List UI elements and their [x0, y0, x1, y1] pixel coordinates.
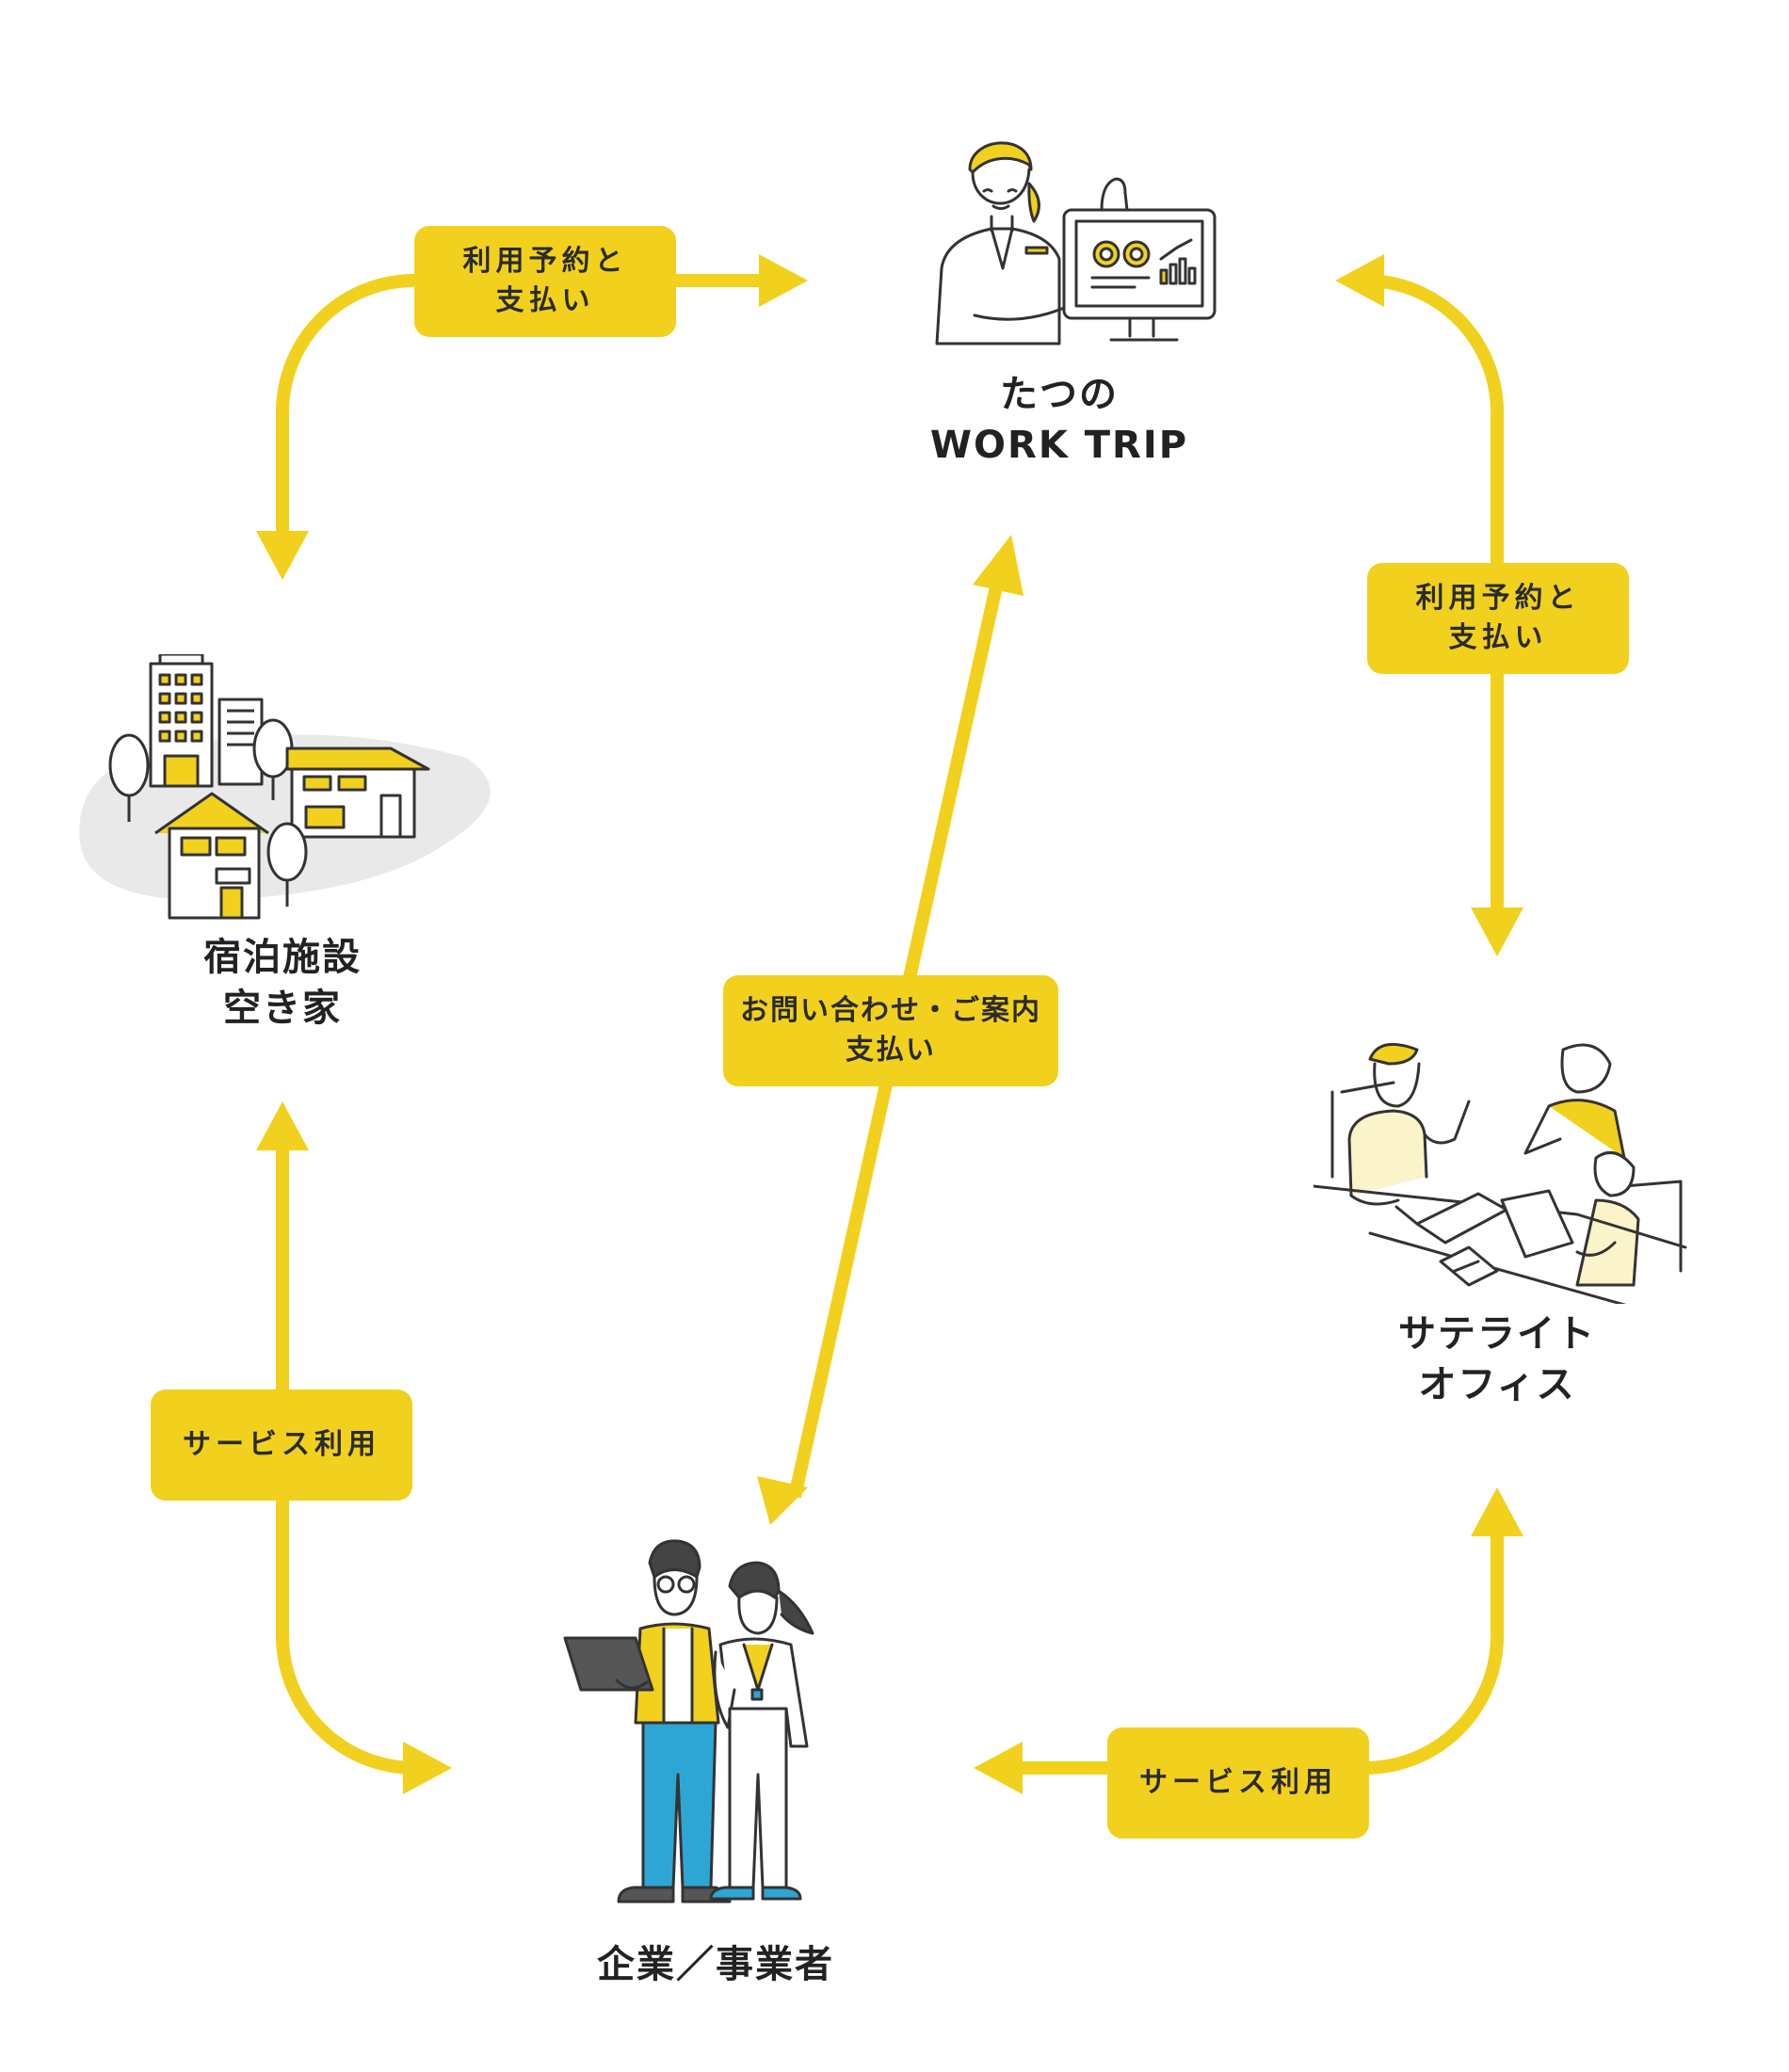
- arrowhead-to-business-left: [403, 1742, 452, 1794]
- node-lodging-line2: 空き家: [223, 987, 342, 1030]
- flow-pill-lodging-business: サービス利用: [151, 1389, 412, 1501]
- arrowhead-to-worktrip-left: [759, 254, 808, 307]
- arrow-lodging-business: [276, 1137, 415, 1775]
- flow-pill-worktrip-lodging: 利用予約と 支払い: [414, 226, 676, 337]
- arrowhead-to-worktrip-right: [1335, 254, 1384, 307]
- node-worktrip-line2: WORK TRIP: [929, 424, 1189, 467]
- node-business-line1: 企業／事業者: [597, 1943, 834, 1986]
- arrowhead-center-to-worktrip: [973, 535, 1023, 596]
- node-lodging-label: 宿泊施設 空き家: [132, 932, 433, 1034]
- node-office-line2: オフィス: [1418, 1363, 1576, 1406]
- meeting-people-illustration: [1314, 1042, 1687, 1304]
- flow-top-left-line2: 支払い: [495, 284, 595, 317]
- arrow-worktrip-office: [1364, 274, 1504, 909]
- flow-center-line2: 支払い: [846, 1034, 936, 1067]
- operator-with-monitor-illustration: [935, 141, 1217, 345]
- arrowhead-to-office-bottom: [1471, 1487, 1523, 1536]
- flow-pill-office-business: サービス利用: [1107, 1727, 1369, 1839]
- flow-pill-business-worktrip: お問い合わせ・ご案内 支払い: [723, 975, 1058, 1086]
- flow-pill-worktrip-office: 利用予約と 支払い: [1367, 563, 1629, 674]
- business-people-illustration: [563, 1539, 814, 1903]
- flow-bottom-right-line1: サービス利用: [1139, 1766, 1337, 1799]
- arrow-worktrip-lodging: [276, 274, 761, 533]
- arrowhead-center-to-business: [757, 1476, 808, 1525]
- node-worktrip-label: たつの WORK TRIP: [894, 369, 1224, 471]
- node-lodging-line1: 宿泊施設: [203, 936, 362, 979]
- node-office-line1: サテライト: [1398, 1312, 1596, 1356]
- arrowhead-to-lodging-bottom: [256, 1101, 309, 1150]
- arrowhead-to-business-right: [974, 1742, 1023, 1794]
- arrowhead-to-lodging-top: [256, 531, 309, 580]
- node-business-label: 企業／事業者: [537, 1939, 894, 1990]
- flow-right-line1: 利用予約と: [1415, 582, 1581, 615]
- flow-right-line2: 支払い: [1448, 621, 1548, 654]
- flow-top-left-line1: 利用予約と: [462, 245, 628, 278]
- town-buildings-illustration: [79, 654, 491, 920]
- node-office-label: サテライト オフィス: [1346, 1309, 1648, 1410]
- flow-center-line1: お問い合わせ・ご案内: [740, 994, 1041, 1027]
- arrowhead-to-office-top: [1471, 908, 1523, 956]
- flow-bottom-left-line1: サービス利用: [183, 1428, 380, 1461]
- node-worktrip-line1: たつの: [1000, 373, 1119, 416]
- arrow-office-business: [1017, 1523, 1504, 1775]
